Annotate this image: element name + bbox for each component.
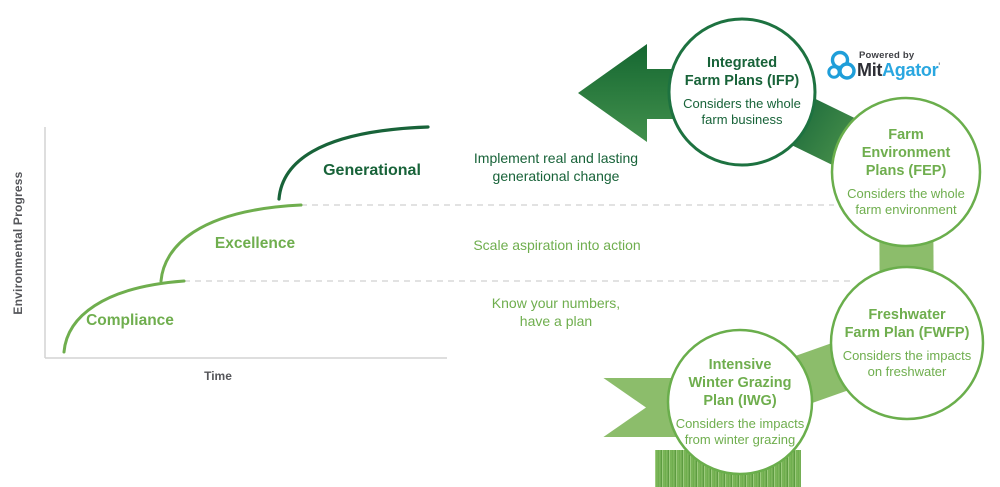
stage-label-compliance: Compliance [86,312,174,329]
fep-title-line2: Environment [861,145,951,161]
ifp-title-line2: Farm Plans (IFP) [684,73,800,89]
fep-desc-line2: farm environment [855,202,957,217]
iwg-bubble-text: Intensive Winter Grazing Plan (IWG) Cons… [660,356,820,448]
excellence-curve [159,203,303,283]
iwg-title-line2: Winter Grazing [688,375,792,391]
generational-curve [277,125,430,201]
brand-agator: Agator [882,60,939,80]
stage-label-generational: Generational [323,162,421,179]
y-axis-label: Environmental Progress [11,171,25,315]
iwg-desc-line1: Considers the impacts [675,416,805,431]
compliance-curve [62,279,186,354]
annotation-compliance-line1: Know your numbers, [491,295,621,311]
fep-title-line3: Plans (FEP) [865,163,947,179]
iwg-title-line3: Plan (IWG) [703,393,777,409]
annotation-excellence-line1: Scale aspiration into action [473,237,641,253]
ifp-desc-line2: farm business [701,112,783,127]
fwfp-title-line2: Farm Plan (FWFP) [844,325,970,341]
fwfp-desc-line1: Considers the impacts [842,348,972,363]
iwg-title-line1: Intensive [708,357,772,373]
fep-desc-line1: Considers the whole [847,186,965,201]
ifp-desc-line1: Considers the whole [683,96,801,111]
mitagator-rings-icon [827,50,856,80]
fep-title-line1: Farm [888,127,924,143]
fwfp-title-line1: Freshwater [868,307,946,323]
powered-by-label: Powered by [859,50,915,61]
annotation-excellence: Scale aspiration into action [447,236,667,254]
annotation-compliance-line2: have a plan [519,313,593,329]
ifp-bubble-text: Integrated Farm Plans (IFP) Considers th… [667,54,817,128]
fep-bubble-text: Farm Environment Plans (FEP) Considers t… [831,126,981,218]
brand-mit: Mit [857,60,883,80]
mitagator-wordmark: MitAgator' [857,60,940,81]
annotation-compliance: Know your numbers, have a plan [446,294,666,330]
annotation-generational-line1: Implement real and lasting [473,150,639,166]
annotation-generational: Implement real and lasting generational … [446,149,666,185]
annotation-generational-line2: generational change [492,168,620,184]
fep-circle [830,96,982,248]
fwfp-circle [829,265,985,421]
fwfp-desc-line2: on freshwater [867,364,947,379]
iwg-circle [666,328,814,476]
fwfp-bubble-text: Freshwater Farm Plan (FWFP) Considers th… [822,306,992,380]
ifp-circle [667,17,817,167]
stage-label-excellence: Excellence [214,235,296,252]
iwg-desc-line2: from winter grazing [684,432,796,447]
iwg-ribbon-notch [602,377,646,438]
ifp-title-line1: Integrated [706,55,778,71]
x-axis-label: Time [204,369,232,383]
brand-tm-mark: ' [938,61,941,71]
mitagator-logo: Powered by MitAgator' [826,47,946,85]
